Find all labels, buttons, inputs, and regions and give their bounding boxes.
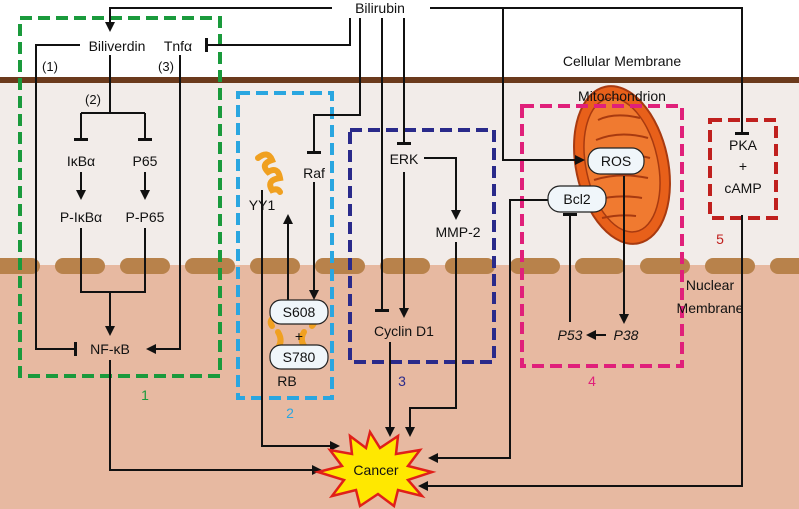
s608-label: S608: [283, 304, 316, 320]
ros-node: [587, 147, 645, 175]
box-3-number: 3: [398, 373, 406, 389]
pka-plus-label: +: [739, 158, 747, 174]
nuclear-membrane-label-line2: Membrane: [677, 300, 744, 316]
s608-node: [269, 299, 329, 325]
s780-label: S780: [283, 349, 316, 365]
cytoplasm-region: [0, 80, 799, 265]
p38-label: P38: [614, 327, 639, 343]
tnfa-label: Tnfα: [164, 38, 192, 54]
path-2-label: (2): [85, 92, 101, 107]
p-ikba-label: P-IκBα: [60, 209, 102, 225]
nfkb-label: NF-κB: [90, 341, 130, 357]
extracellular-space: [0, 0, 799, 80]
rb-label: RB: [277, 373, 296, 389]
path-1-label: (1): [42, 59, 58, 74]
cellular-membrane-line: [0, 77, 799, 83]
pathway-lines: [35, 7, 749, 491]
cancer-burst: [313, 428, 437, 509]
pka-label: PKA: [729, 137, 758, 153]
p-p65-label: P-P65: [126, 209, 165, 225]
box-5: [708, 118, 778, 220]
cellular-membrane-label: Cellular Membrane: [563, 53, 681, 69]
box-1: [18, 16, 222, 378]
biliverdin-label: Biliverdin: [89, 38, 146, 54]
path-3-label: (3): [158, 59, 174, 74]
rb-plus-label: +: [295, 328, 303, 344]
box-4: [520, 104, 684, 368]
box-3: [348, 128, 496, 364]
cancer-label: Cancer: [353, 462, 398, 478]
yy1-label: YY1: [249, 197, 276, 213]
s780-node: [269, 344, 329, 370]
ikba-label: IκBα: [67, 153, 95, 169]
box-2: [236, 91, 334, 400]
p53-label: P53: [558, 327, 583, 343]
p65-label: P65: [133, 153, 158, 169]
raf-label: Raf: [303, 165, 325, 181]
box-4-number: 4: [588, 373, 596, 389]
box-1-number: 1: [141, 387, 149, 403]
nuclear-membrane-label-line1: Nuclear: [686, 277, 735, 293]
box-5-number: 5: [716, 231, 724, 247]
erk-label: ERK: [390, 151, 419, 167]
bcl2-label: Bcl2: [563, 191, 590, 207]
rb-protein-icon: [267, 313, 318, 353]
bilirubin-label: Bilirubin: [355, 0, 405, 16]
yy1-protein-icon: [255, 151, 284, 195]
ros-label: ROS: [601, 153, 631, 169]
camp-label: cAMP: [724, 180, 761, 196]
mitochondrion-label: Mitochondrion: [578, 88, 666, 104]
mmp2-label: MMP-2: [435, 224, 480, 240]
bcl2-node: [547, 185, 607, 213]
box-2-number: 2: [286, 405, 294, 421]
cyclin-d1-label: Cyclin D1: [374, 323, 434, 339]
